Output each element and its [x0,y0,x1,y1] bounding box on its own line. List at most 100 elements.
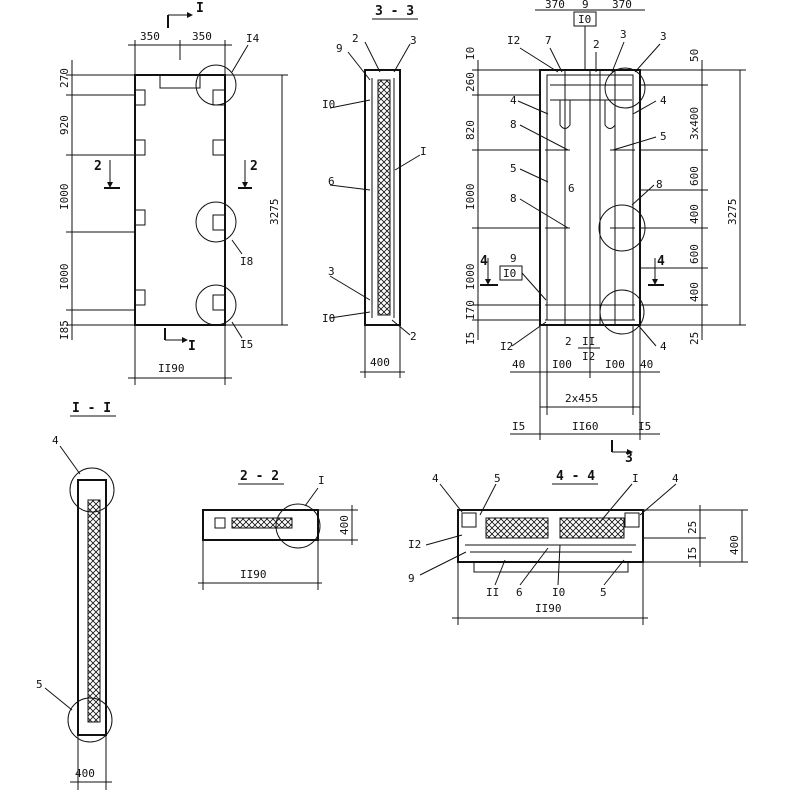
dim-label: I00 [605,358,625,371]
dim-label: I00 [552,358,572,371]
callout-label: 4 [672,472,679,485]
section-mark: I [188,339,196,354]
section-mark: 4 [657,254,665,269]
dim-label: 920 [58,115,71,135]
reinforcement-view: 4 4 3 370 9 370 I0 I2 7 2 3 3 I0 260 [464,0,746,466]
callout-label: 2 [410,330,417,343]
callout-label: 2 [565,335,572,348]
callout-label: 2 [593,38,600,51]
callout-label: 5 [660,130,667,143]
callout-label: 3 [410,34,417,47]
dim-label: 270 [58,68,71,88]
dim-label: 400 [370,356,390,369]
dim-label: 600 [688,244,701,264]
dim-label: 40 [512,358,525,371]
dim-label: 370 [545,0,565,11]
callout-label: 3 [620,28,627,41]
callout-label: I0 [322,98,335,111]
callout-label: I2 [507,34,520,47]
callout-label: I [632,472,639,485]
dim-label: 3275 [268,199,281,226]
callout-circle [195,64,237,106]
dim-label: I70 [464,300,477,320]
callout-label: 6 [568,182,575,195]
dim-label: II90 [158,362,185,375]
dim-label: 600 [688,166,701,186]
callout-label: I5 [240,338,253,351]
callout-label: 4 [660,94,667,107]
callout-label: 9 [510,252,517,265]
section-mark: 4 [480,254,488,269]
section-mark: 2 [94,159,102,174]
section-3-3-view: 3 - 3 9 2 3 I0 6 I 3 I0 2 400 [322,4,427,378]
section-outline [364,69,401,326]
dim-label: I000 [58,184,71,211]
dim-label: I5 [512,420,525,433]
dim-label: 350 [140,30,160,43]
callout-label: I8 [240,255,253,268]
callout-label: 4 [432,472,439,485]
callout-label: 9 [408,572,415,585]
dim-label: II60 [572,420,599,433]
callout-label: 3 [660,30,667,43]
section-mark: I [196,1,204,16]
dim-label: I5 [464,332,477,345]
callout-label: 2 [352,32,359,45]
dim-label: II90 [240,568,267,581]
insulation-block [559,517,625,539]
section-title: I - I [72,401,111,416]
callout-circle [195,284,237,326]
panel-outline [134,74,226,326]
callout-label: 8 [510,192,517,205]
callout-label: I2 [500,340,513,353]
dim-label: I5 [638,420,651,433]
callout-label: 5 [36,678,43,691]
dim-label: 25 [688,332,701,345]
callout-label: 5 [600,586,607,599]
section-title: 2 - 2 [240,469,279,484]
dim-label: 400 [75,767,95,780]
dim-label: I5 [686,547,699,560]
callout-label: 5 [510,162,517,175]
callout-circle [195,201,237,243]
insulation-block [485,517,549,539]
dim-label: 400 [728,535,741,555]
elevation-view: I4 I8 I5 350 350 I I 2 2 270 920 I [58,1,288,385]
dim-label: 25 [686,521,699,534]
callout-label: II [486,586,499,599]
callout-label: I0 [552,586,565,599]
dim-label: I000 [464,264,477,291]
section-mark: 2 [250,159,258,174]
callout-label: I [420,145,427,158]
insulation-layer [231,517,293,529]
dim-label: 400 [338,515,351,535]
dim-label: II90 [535,602,562,615]
dim-label: 260 [464,72,477,92]
dim-label: 3275 [726,199,739,226]
dim-label: 400 [688,204,701,224]
dim-label: I000 [464,184,477,211]
callout-label: 9 [336,42,343,55]
section-title: 3 - 3 [375,4,414,19]
dim-label: 2x455 [565,392,598,405]
callout-label: I2 [408,538,421,551]
callout-label: 6 [516,586,523,599]
section-outline [77,479,107,736]
dim-label: 3x400 [688,107,701,140]
callout-label: 4 [660,340,667,353]
callout-label: 3 [328,265,335,278]
dim-label: 350 [192,30,212,43]
dim-label: 9 [582,0,589,11]
callout-label: I0 [578,13,591,26]
callout-label: I0 [322,312,335,325]
section-mark: 3 [625,451,633,466]
section-1-1-view: I - I 4 5 400 [36,401,116,790]
insulation-layer [87,499,101,723]
callout-label: 8 [510,118,517,131]
callout-label: 8 [656,178,663,191]
dim-label: 820 [464,120,477,140]
callout-label: 5 [494,472,501,485]
insulation-layer [377,79,391,316]
callout-label: 7 [545,34,552,47]
